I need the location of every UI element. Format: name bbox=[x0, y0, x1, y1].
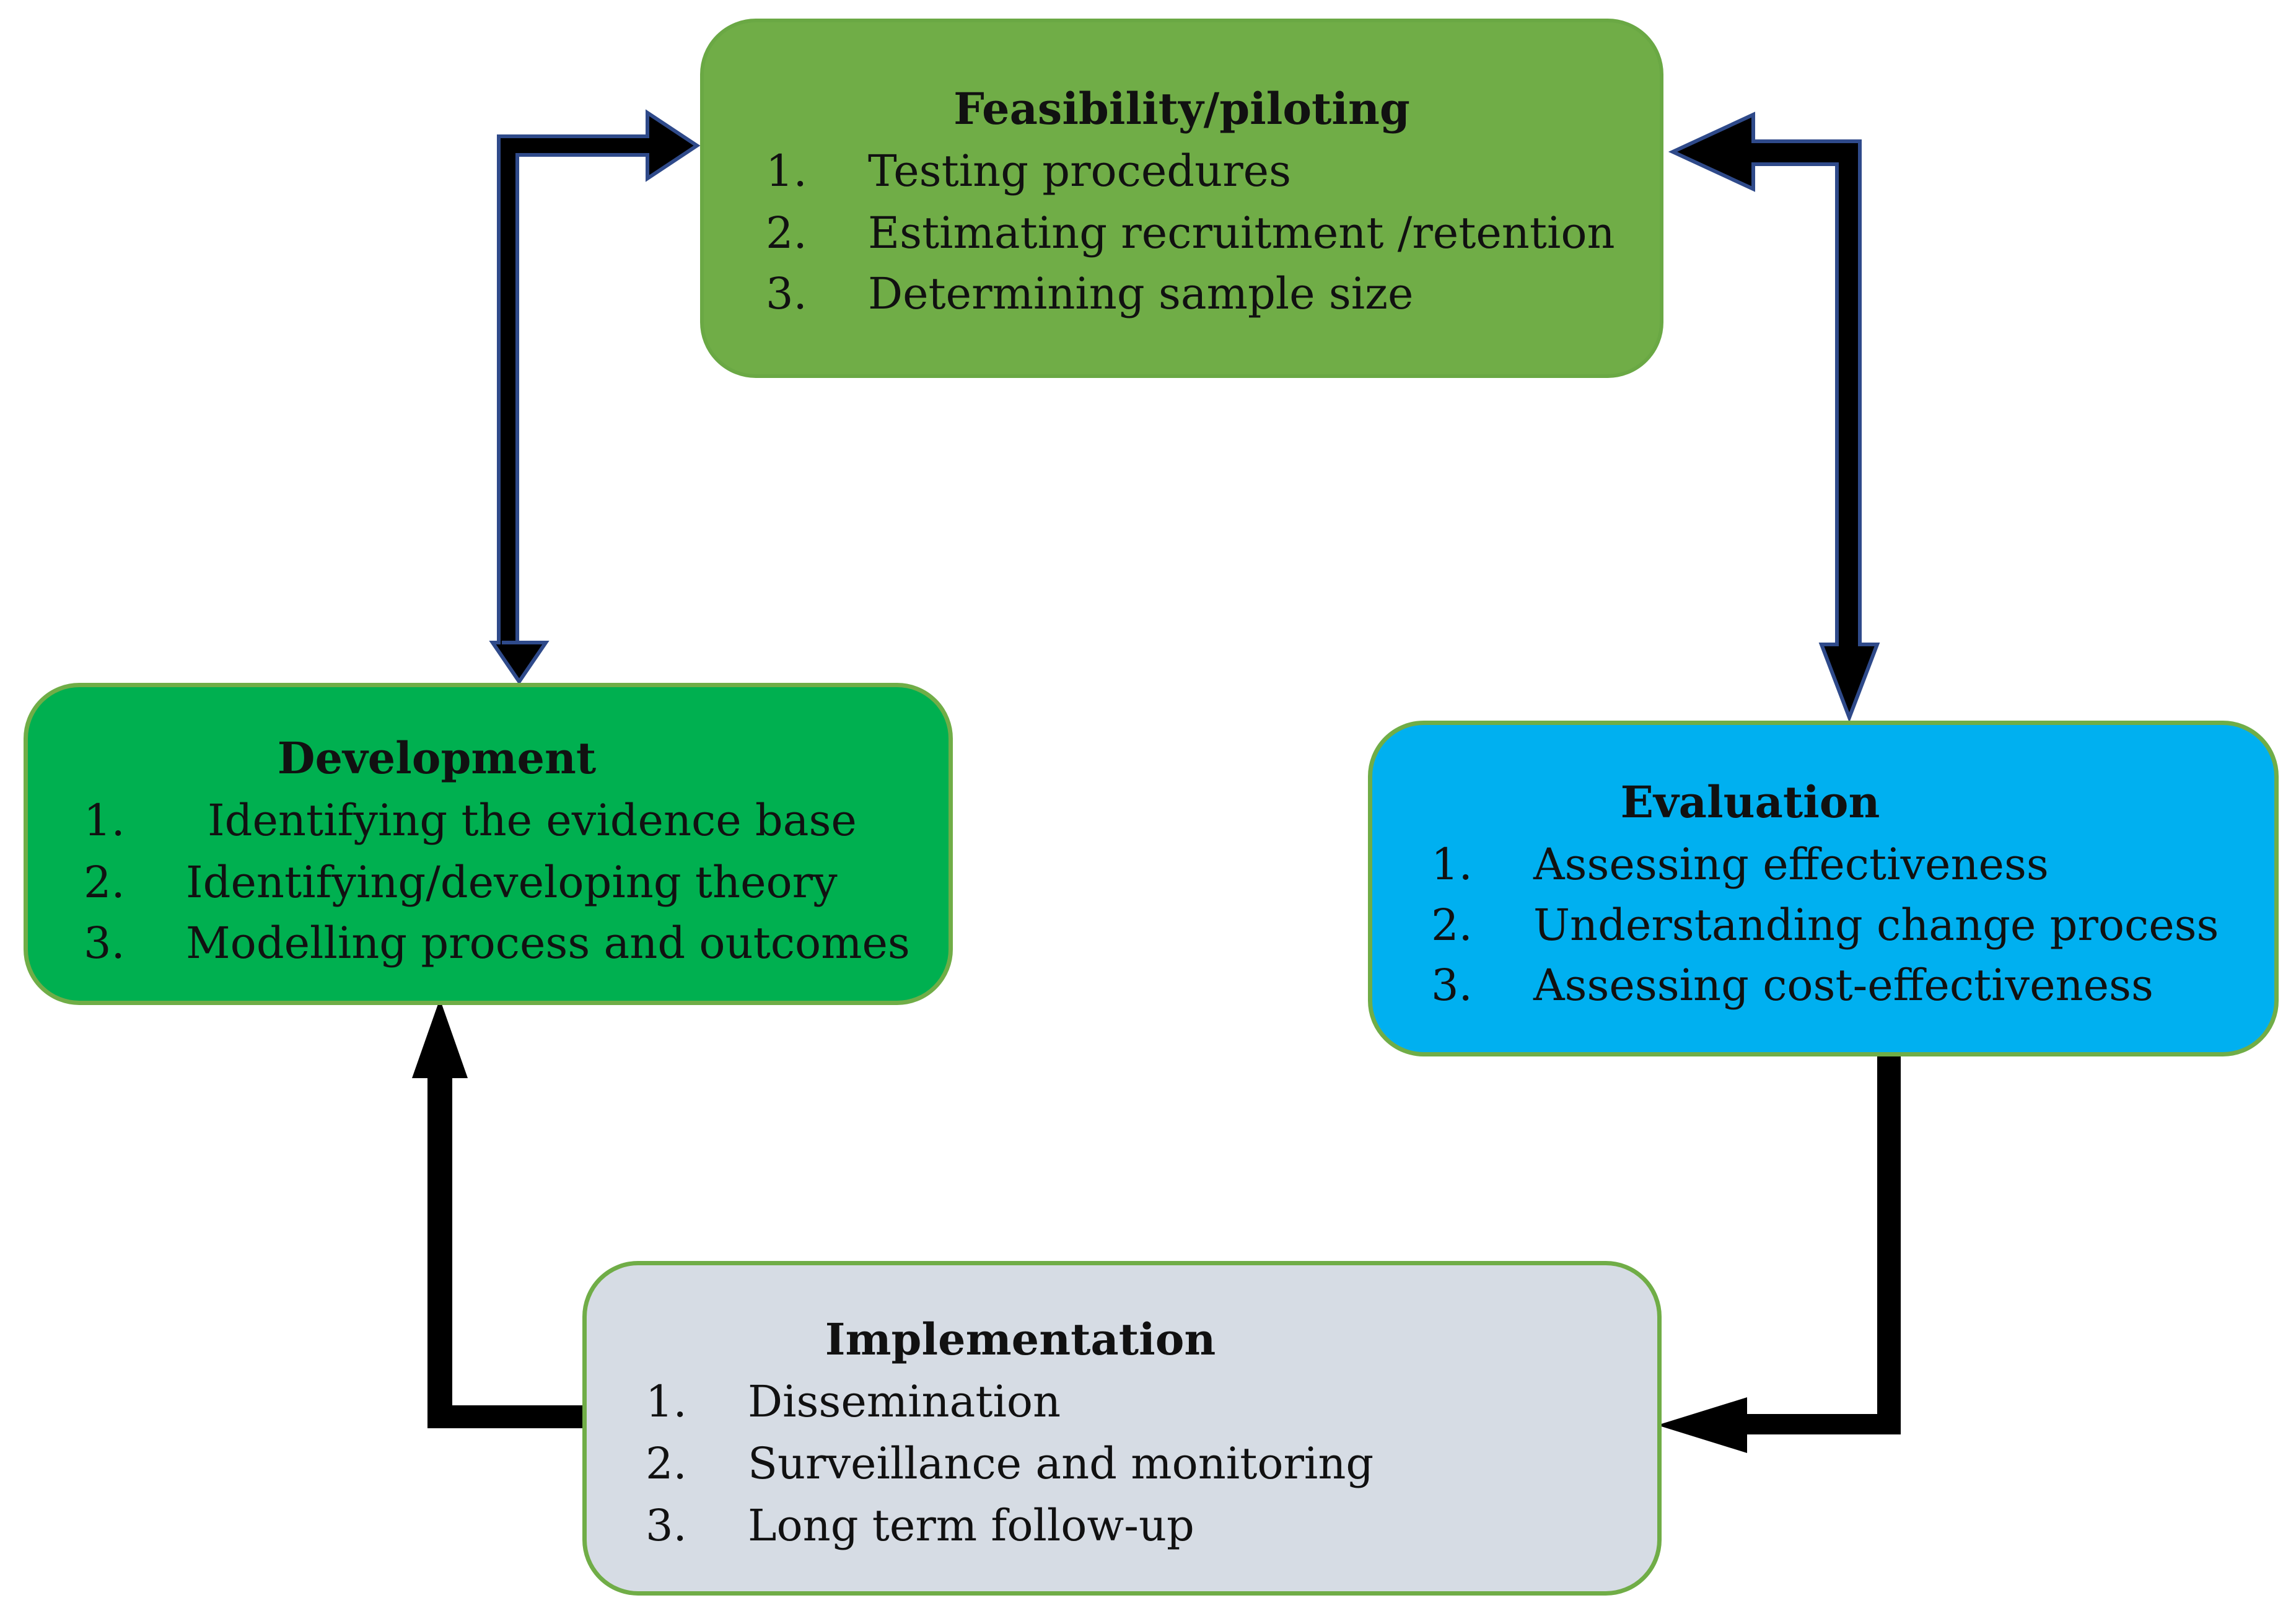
arrow-implementation-development bbox=[412, 999, 585, 1428]
item-text: Identifying/developing theory bbox=[186, 857, 838, 908]
item-number: 3. bbox=[1431, 960, 1473, 1011]
item-text: Surveillance and monitoring bbox=[748, 1438, 1374, 1489]
item-text: Understanding change process bbox=[1533, 900, 2219, 951]
item-number: 2. bbox=[766, 208, 807, 258]
item-number: 3. bbox=[84, 918, 125, 968]
item-number: 2. bbox=[646, 1438, 687, 1489]
implementation-title: Implementation bbox=[825, 1314, 1216, 1365]
implementation-box: Implementation 1. Dissemination 2. Surve… bbox=[582, 1261, 1662, 1596]
item-number: 1. bbox=[646, 1376, 687, 1427]
development-title: Development bbox=[277, 732, 597, 784]
item-text: Assessing effectiveness bbox=[1533, 839, 2049, 890]
item-number: 1. bbox=[766, 146, 807, 196]
arrow-evaluation-implementation bbox=[1657, 1053, 1901, 1453]
item-text: Assessing cost-effectiveness bbox=[1533, 960, 2154, 1011]
item-number: 3. bbox=[766, 268, 807, 319]
item-text: Determining sample size bbox=[868, 268, 1414, 319]
item-text: Modelling process and outcomes bbox=[186, 918, 910, 968]
feasibility-title: Feasibility/piloting bbox=[953, 83, 1410, 134]
evaluation-box: Evaluation 1. Assessing effectiveness 2.… bbox=[1368, 721, 2279, 1056]
item-text: Long term follow-up bbox=[748, 1500, 1194, 1551]
item-number: 3. bbox=[646, 1500, 687, 1551]
item-number: 1. bbox=[1431, 839, 1473, 890]
feasibility-box: Feasibility/piloting 1. Testing procedur… bbox=[700, 19, 1663, 378]
item-number: 1. bbox=[84, 795, 125, 846]
item-number: 2. bbox=[84, 857, 125, 908]
arrow-development-feasibility bbox=[489, 109, 701, 685]
item-text: Identifying the evidence base bbox=[208, 795, 857, 846]
development-box: Development 1. Identifying the evidence … bbox=[24, 683, 953, 1005]
evaluation-title: Evaluation bbox=[1620, 776, 1880, 828]
item-number: 2. bbox=[1431, 900, 1473, 951]
item-text: Dissemination bbox=[748, 1376, 1061, 1427]
item-text: Testing procedures bbox=[868, 146, 1292, 196]
item-text: Estimating recruitment /retention bbox=[868, 208, 1615, 258]
arrow-feasibility-evaluation bbox=[1668, 112, 1880, 723]
